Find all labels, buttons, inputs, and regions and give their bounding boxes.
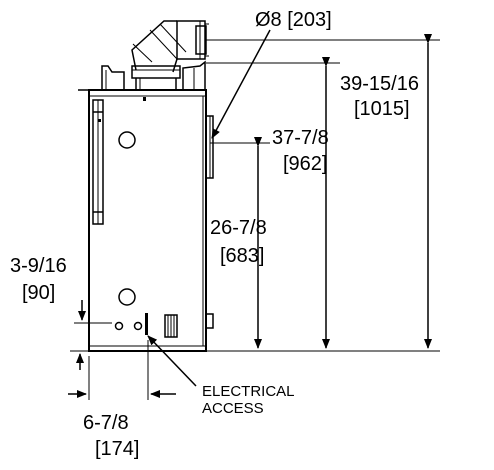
- top-standoff-right: [182, 60, 206, 90]
- overall-height-mm: [1015]: [354, 98, 410, 120]
- electrical-access-box: [164, 314, 178, 338]
- access-point-left: [114, 321, 124, 331]
- side-opening-height-in: 26-7/8: [210, 217, 267, 239]
- side-vent-panel: [205, 115, 214, 179]
- access-height-in: 3-9/16: [10, 255, 67, 277]
- vent-center-height-in: 37-7/8: [272, 127, 329, 149]
- electrical-access-label-1: ELECTRICAL: [202, 383, 295, 400]
- dimension-lines: [68, 29, 440, 400]
- dimension-labels: Ø8 [203] 39-15/16 [1015] 37-7/8 [962] 26…: [10, 9, 419, 460]
- vent-diameter-label: Ø8 [203]: [255, 9, 332, 31]
- lower-knockout: [118, 288, 136, 306]
- access-point-right: [133, 321, 143, 331]
- side-nailing-flange: [92, 99, 104, 225]
- cabinet-outline: [88, 89, 207, 352]
- upper-knockout: [118, 131, 136, 149]
- side-opening-height-mm: [683]: [220, 245, 264, 267]
- vent-elbow: [131, 20, 209, 90]
- electrical-access-label-2: ACCESS: [202, 400, 264, 417]
- top-standoff-left: [101, 65, 125, 90]
- vent-center-height-mm: [962]: [283, 153, 327, 175]
- overall-height-in: 39-15/16: [340, 73, 419, 95]
- access-offset-in: 6-7/8: [83, 412, 129, 434]
- access-offset-mm: [174]: [95, 438, 139, 460]
- access-height-mm: [90]: [22, 282, 55, 304]
- fireplace-body: [78, 60, 214, 352]
